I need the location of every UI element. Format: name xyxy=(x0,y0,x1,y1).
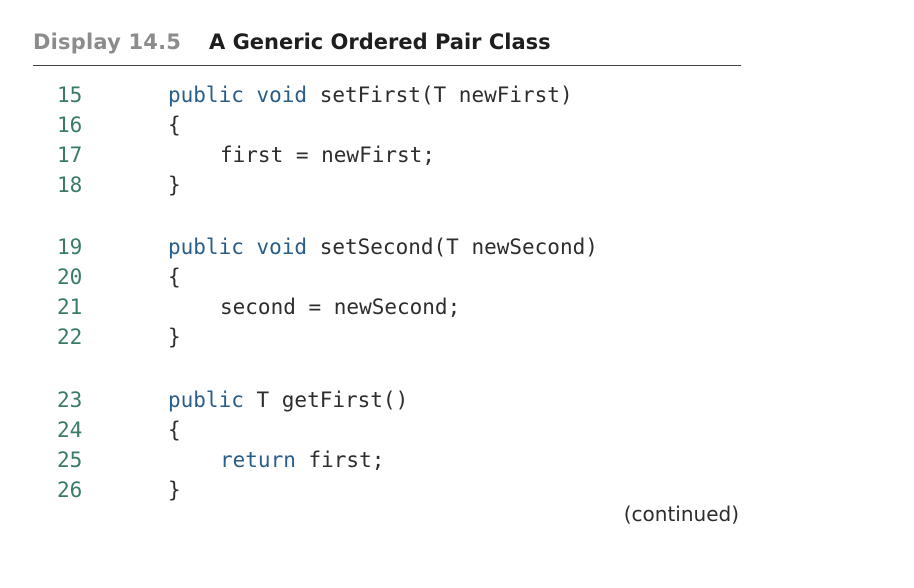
code-text: public T getFirst() xyxy=(168,385,408,415)
code-text: } xyxy=(168,170,181,200)
code-line: 19 public void setSecond(T newSecond) xyxy=(0,232,914,262)
code-line: 21 second = newSecond; xyxy=(0,292,914,322)
code-line: 26} xyxy=(0,475,914,505)
line-number: 21 xyxy=(57,295,83,319)
line-number: 22 xyxy=(57,325,83,349)
code-token: second = newSecond; xyxy=(220,295,461,319)
continued-note: (continued) xyxy=(623,502,739,526)
code-text: { xyxy=(168,415,181,445)
code-token: } xyxy=(168,478,181,502)
code-line: 24 { xyxy=(0,415,914,445)
display-header: Display 14.5 A Generic Ordered Pair Clas… xyxy=(33,28,741,66)
code-token: { xyxy=(168,113,181,137)
code-text: } xyxy=(168,475,181,505)
line-number: 17 xyxy=(57,143,83,167)
code-text: second = newSecond; xyxy=(168,292,460,322)
code-keyword: public xyxy=(168,388,244,412)
code-text: public void setSecond(T newSecond) xyxy=(168,232,598,262)
line-number: 16 xyxy=(57,113,83,137)
code-line: 22} xyxy=(0,322,914,352)
code-text: public void setFirst(T newFirst) xyxy=(168,80,573,110)
code-line: 16 { xyxy=(0,110,914,140)
code-text: } xyxy=(168,322,181,352)
code-line: 25 return first; xyxy=(0,445,914,475)
line-number: 18 xyxy=(57,173,83,197)
line-number: 26 xyxy=(57,478,83,502)
code-line: 17 first = newFirst; xyxy=(0,140,914,170)
code-line: 20 { xyxy=(0,262,914,292)
line-number: 25 xyxy=(57,448,83,472)
code-keyword: public void xyxy=(168,83,308,107)
code-text: { xyxy=(168,110,181,140)
code-token: T getFirst() xyxy=(243,388,409,412)
code-text: return first; xyxy=(168,445,384,475)
line-number: 23 xyxy=(57,388,83,412)
code-text: first = newFirst; xyxy=(168,140,435,170)
code-token: setSecond(T newSecond) xyxy=(307,235,598,259)
code-token: } xyxy=(168,325,181,349)
line-number: 19 xyxy=(57,235,83,259)
display-title: A Generic Ordered Pair Class xyxy=(209,30,551,54)
code-token: first = newFirst; xyxy=(220,143,435,167)
code-text: { xyxy=(168,262,181,292)
line-number: 24 xyxy=(57,418,83,442)
code-keyword: return xyxy=(220,448,296,472)
code-line: 15 public void setFirst(T newFirst) xyxy=(0,80,914,110)
code-keyword: public void xyxy=(168,235,308,259)
line-number: 15 xyxy=(57,83,83,107)
code-line: 23 public T getFirst() xyxy=(0,385,914,415)
code-line: 18} xyxy=(0,170,914,200)
display-number: Display 14.5 xyxy=(33,30,182,54)
code-token: { xyxy=(168,418,181,442)
code-token: setFirst(T newFirst) xyxy=(307,83,573,107)
line-number: 20 xyxy=(57,265,83,289)
code-token: first; xyxy=(295,448,385,472)
code-token: { xyxy=(168,265,181,289)
code-token: } xyxy=(168,173,181,197)
